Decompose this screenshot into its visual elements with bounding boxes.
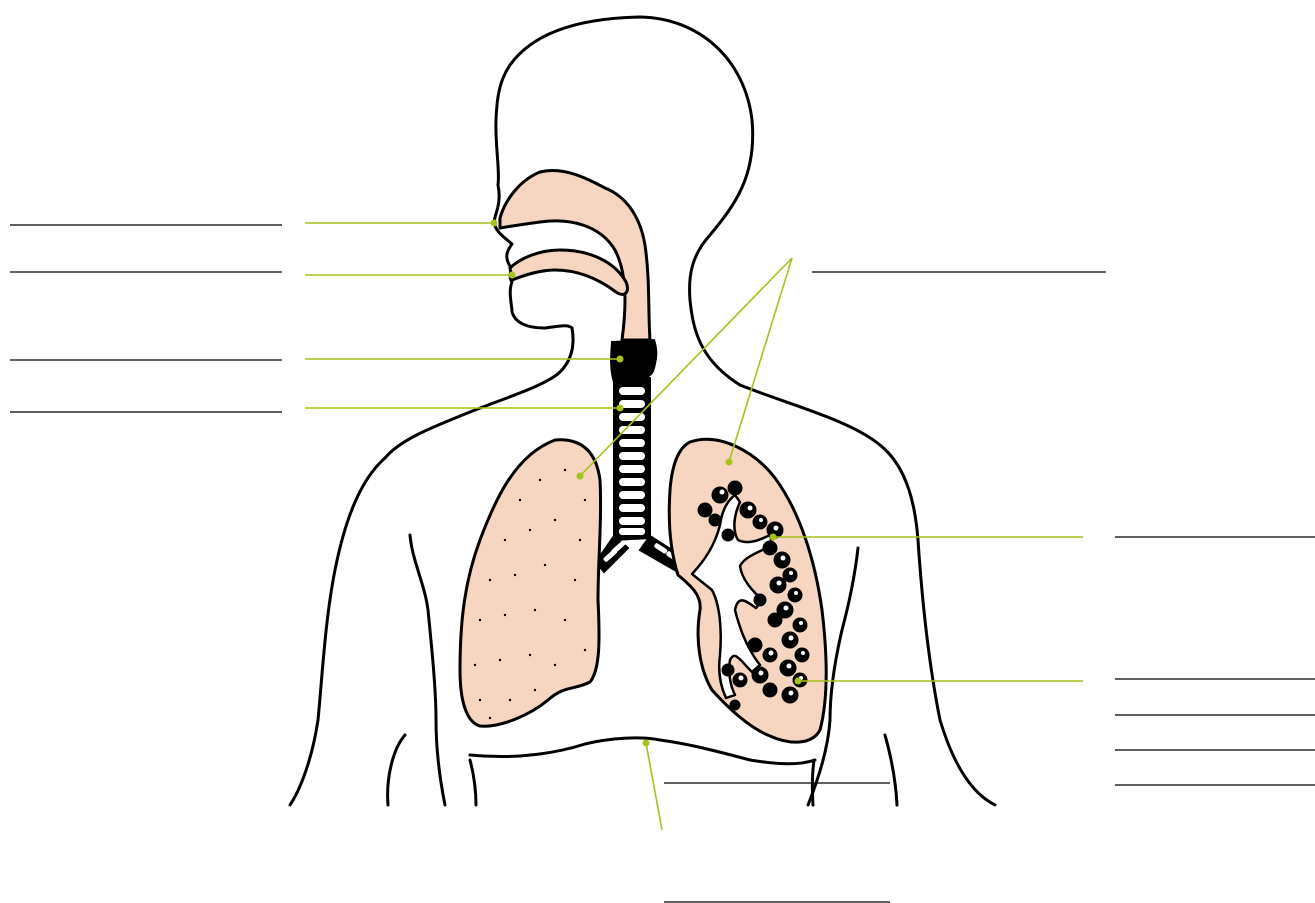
left-lung-pointer-dot <box>577 473 584 480</box>
oral-cavity <box>510 250 627 294</box>
neck-front <box>385 328 573 458</box>
nose-pointer-dot <box>491 220 498 227</box>
diaphragm-leader <box>646 743 662 830</box>
trachea-pointer-dot <box>617 405 624 412</box>
left-lung <box>460 440 601 726</box>
lungs-leader-right <box>729 258 792 462</box>
waist-left <box>470 760 476 805</box>
left-elbow <box>388 735 405 805</box>
left-arm-inner <box>410 535 445 805</box>
alveoli-pointer-dot <box>795 678 802 685</box>
larynx-pointer-dot <box>617 356 624 363</box>
diaphragm <box>470 738 815 764</box>
bronchi-pointer-dot <box>770 534 777 541</box>
diaphragm-pointer-dot <box>643 740 650 747</box>
left-arm-outer <box>290 458 385 805</box>
mouth-pointer-dot <box>509 272 516 279</box>
right-lung-pointer-dot <box>726 459 733 466</box>
right-hip <box>885 735 897 805</box>
airway-upper <box>500 171 650 340</box>
